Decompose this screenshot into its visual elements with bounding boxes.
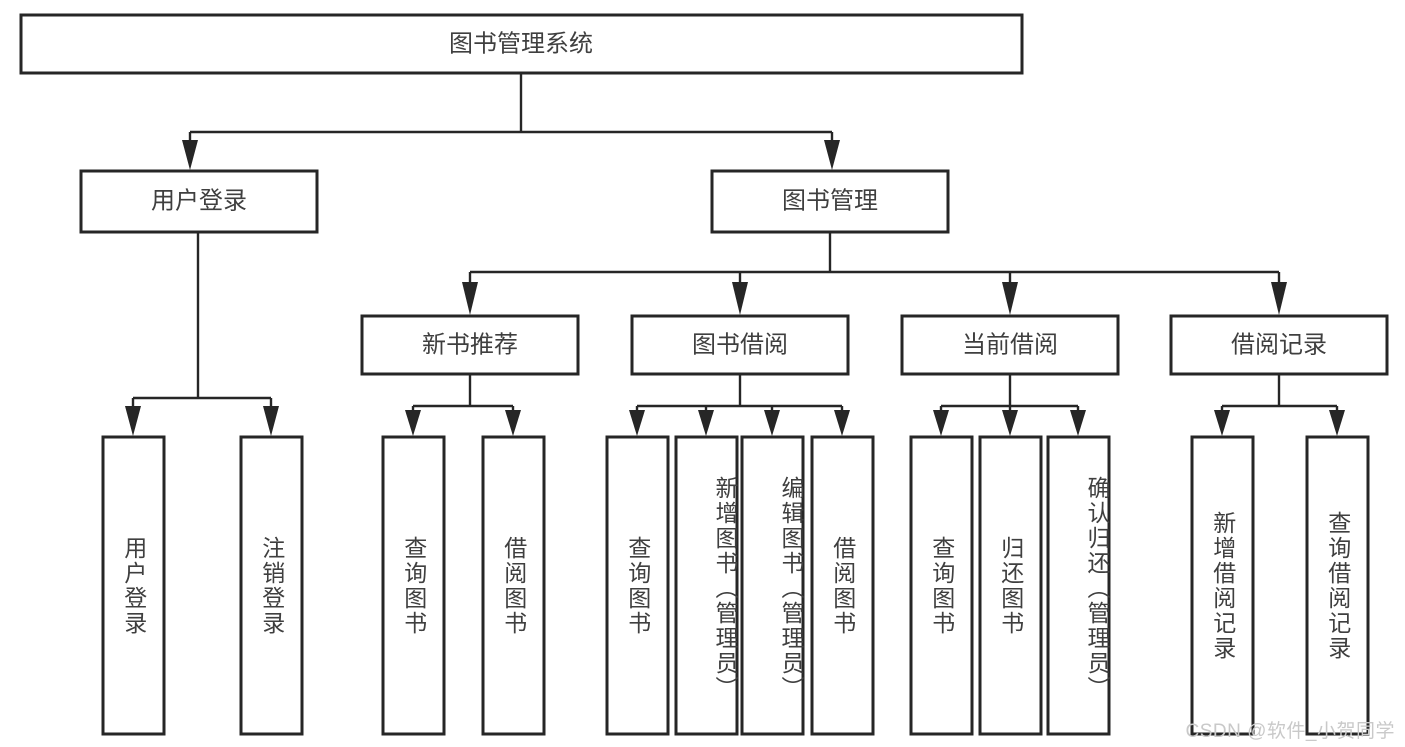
csdn-watermark: CSDN @软件_小贺同学: [1185, 721, 1395, 742]
node-book-management[interactable]: 图书管理: [710, 169, 950, 234]
node-leaf-borrow-book-1[interactable]: [481, 435, 546, 736]
node-leaf-edit-book[interactable]: [740, 435, 805, 736]
node-leaf-add-record[interactable]: [1190, 435, 1255, 736]
node-leaf-query-record[interactable]: [1305, 435, 1370, 736]
node-leaf-logout[interactable]: [239, 435, 304, 736]
connector-userlogin-to-leaves: [125, 233, 279, 436]
node-borrow-record[interactable]: 借阅记录: [1169, 314, 1389, 376]
connector-newbook-to-leaves: [405, 374, 521, 436]
connector-currentborrow-to-leaves: [933, 374, 1086, 436]
node-new-book-recommend[interactable]: 新书推荐: [360, 314, 580, 376]
node-leaf-return-book[interactable]: [978, 435, 1043, 736]
connector-bookmgmt-to-level3: [462, 233, 1287, 315]
node-current-borrow[interactable]: 当前借阅: [900, 314, 1120, 376]
connector-borrowrecord-to-leaves: [1214, 374, 1345, 436]
node-leaf-query-book-2[interactable]: [605, 435, 670, 736]
node-leaf-add-book[interactable]: [674, 435, 739, 736]
node-book-borrow-label: 图书借阅: [692, 331, 788, 358]
node-book-borrow[interactable]: 图书借阅: [630, 314, 850, 376]
node-borrow-record-label: 借阅记录: [1231, 331, 1327, 358]
node-leaf-query-book-3[interactable]: [909, 435, 974, 736]
connector-bookborrow-to-leaves: [629, 374, 850, 436]
node-current-borrow-label: 当前借阅: [962, 331, 1058, 358]
node-leaf-user-login[interactable]: [101, 435, 166, 736]
node-book-management-label: 图书管理: [782, 187, 878, 214]
node-new-book-recommend-label: 新书推荐: [422, 331, 518, 358]
node-leaf-borrow-book-2[interactable]: [810, 435, 875, 736]
node-root-label: 图书管理系统: [449, 30, 593, 57]
node-user-login-label: 用户登录: [151, 187, 247, 214]
node-leaf-query-book-1[interactable]: [381, 435, 446, 736]
node-leaf-confirm-return[interactable]: [1046, 435, 1111, 736]
node-root[interactable]: 图书管理系统: [19, 13, 1024, 75]
connector-root-to-level2: [182, 74, 840, 170]
node-user-login[interactable]: 用户登录: [79, 169, 319, 234]
